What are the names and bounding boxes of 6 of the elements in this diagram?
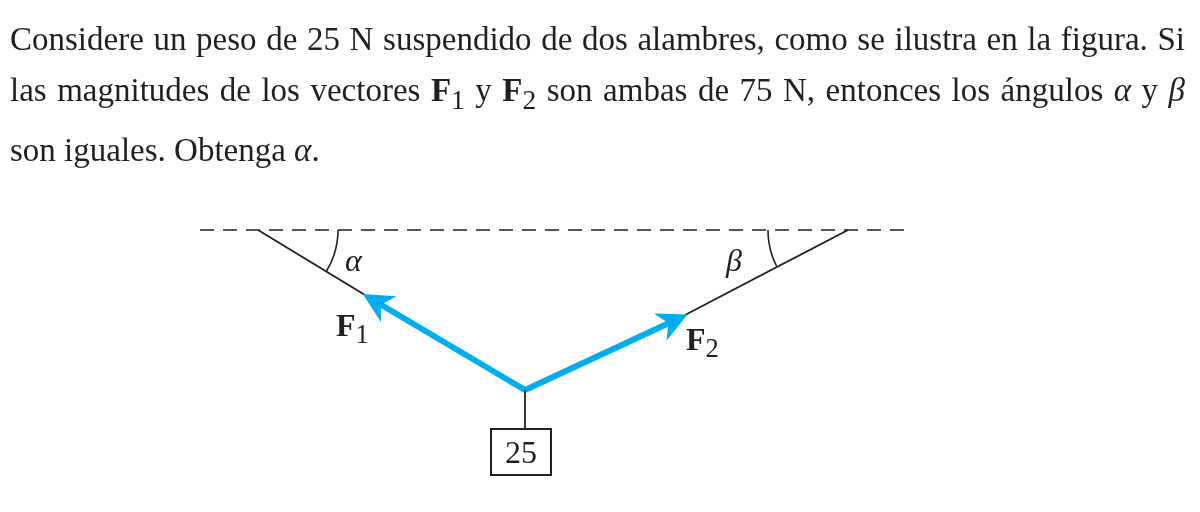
weight-box: 25 — [490, 428, 552, 476]
vector-label: F$_{2}$ — [686, 322, 719, 366]
vector-label: F$_{1}$ — [336, 308, 369, 352]
problem-statement: Considere un peso de 25 N suspendido de dos alambres, como se ilustra en la figura. Si las magnitudes de los vectores F$_{1}$ y F$_{2}$ son ambas de 75 N, entonces los ángulos α y β son iguales. Obtenga α. — [10, 20, 1185, 170]
angle-label: β — [726, 243, 742, 277]
angle-label: α — [345, 243, 362, 277]
